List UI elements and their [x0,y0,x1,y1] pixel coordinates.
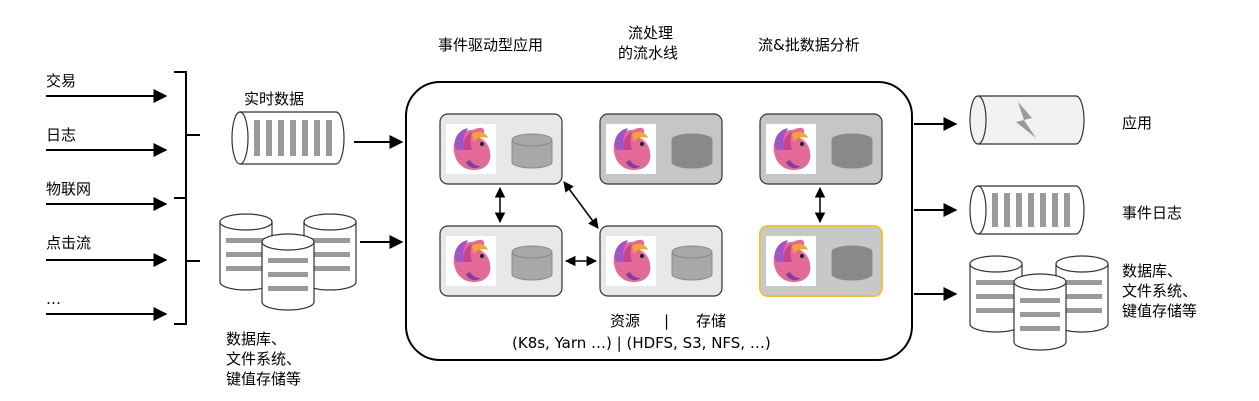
realtime-data-label: 实时数据 [244,90,304,108]
resources-separator: | [664,312,669,330]
left-db-label-1: 数据库、 [226,330,286,348]
storage-label: 存储 [696,312,726,330]
title-analytics: 流&批数据分析 [758,36,860,54]
node-pipeline-2 [599,225,723,297]
bracket-lower [174,197,200,325]
node-event-app-1 [439,113,563,185]
left-db-label-3: 键值存储等 [226,370,301,388]
realtime-queue-icon [231,111,345,165]
node-analytics-1 [759,113,883,185]
input-label-trade: 交易 [46,72,76,90]
node-pipeline-1 [599,113,723,185]
input-label-clickstream: 点击流 [46,234,91,252]
title-event-driven: 事件驱动型应用 [438,36,543,54]
connector-diagonal [563,181,599,229]
output-event-log-label: 事件日志 [1122,204,1182,222]
node-event-app-2 [439,225,563,297]
node-analytics-2 [759,225,883,297]
app-lightning-icon [969,95,1085,145]
title-pipeline-2: 的流水线 [618,44,678,62]
resources-label: 资源 [610,312,640,330]
event-log-queue-icon [969,185,1085,235]
input-label-more: … [46,290,61,308]
input-label-log: 日志 [46,126,76,144]
right-database-icon [969,255,1109,351]
right-db-label-2: 文件系统、 [1122,282,1197,300]
right-db-label-1: 数据库、 [1122,262,1182,280]
right-db-label-3: 键值存储等 [1122,302,1197,320]
title-pipeline-1: 流处理 [628,24,673,42]
resources-detail: (K8s, Yarn …) | (HDFS, S3, NFS, …) [512,334,771,352]
output-app-label: 应用 [1122,114,1152,132]
input-list: 交易 日志 物联网 点击流 … [46,72,168,321]
left-db-label-2: 文件系统、 [226,350,301,368]
bracket-upper [174,71,200,199]
input-label-iot: 物联网 [46,180,91,198]
left-database-icon [219,213,357,311]
